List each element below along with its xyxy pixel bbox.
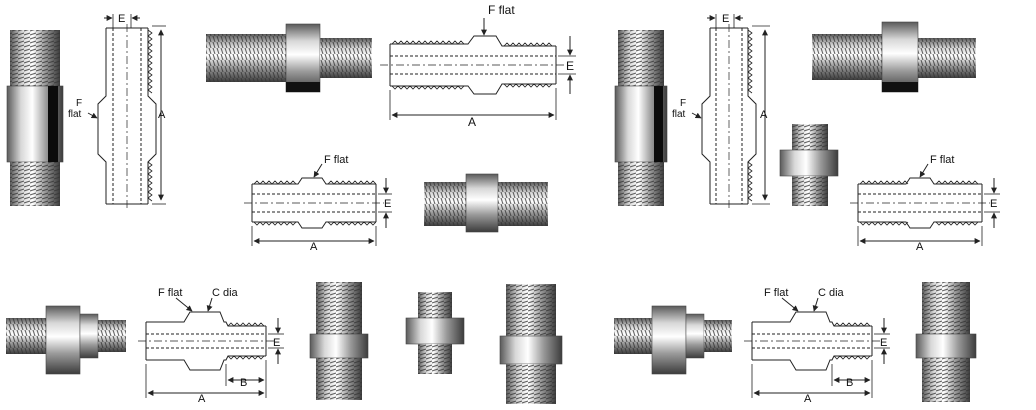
- drawing-hex-nipple-1: [244, 163, 392, 246]
- label-a-1: A: [158, 109, 166, 121]
- label-a-5: A: [916, 241, 924, 253]
- label-f-flat-6: F flat: [158, 287, 182, 299]
- label-e-6: E: [273, 337, 280, 349]
- photo-long-hex-nipple-1: [6, 30, 64, 206]
- label-e-4: E: [722, 13, 729, 25]
- label-flat-1: flat: [68, 109, 82, 120]
- label-f-flat-5: F flat: [930, 154, 954, 166]
- label-f-4: F: [680, 98, 686, 109]
- photo-hex-nipple-vertical-2: [499, 284, 563, 404]
- drawing-long-nipple-1: [87, 14, 166, 208]
- label-e-5: E: [990, 198, 997, 210]
- photo-hex-reducing-nipple-2: [812, 21, 976, 93]
- label-a-6: A: [198, 393, 206, 405]
- label-e-1: E: [118, 13, 125, 25]
- drawing-union-1: [138, 297, 284, 398]
- label-a-4: A: [760, 109, 768, 121]
- photo-hex-nipple-vertical-1: [309, 282, 369, 400]
- drawing-long-nipple-2: [691, 14, 770, 208]
- photo-hex-reducing-nipple-1: [206, 23, 372, 93]
- label-a-2: A: [468, 115, 476, 129]
- drawing-reducing-nipple-1: [380, 18, 576, 120]
- label-b-7: B: [846, 377, 853, 389]
- photo-union-1: [6, 305, 126, 375]
- drawing-union-2: [744, 297, 890, 398]
- label-f-flat-7: F flat: [764, 287, 788, 299]
- label-c-dia-7: C dia: [818, 287, 845, 299]
- drawing-hex-nipple-2: [850, 163, 1000, 246]
- label-c-dia-6: C dia: [212, 287, 239, 299]
- label-flat-4: flat: [672, 109, 686, 120]
- label-e-2: E: [566, 59, 574, 73]
- label-f-flat-2: F flat: [488, 3, 515, 17]
- label-a-7: A: [804, 393, 812, 405]
- photo-small-union-2: [405, 292, 465, 374]
- photo-hex-nipple-1: [424, 173, 548, 233]
- label-f-1: F: [76, 98, 82, 109]
- photo-union-2: [614, 305, 732, 375]
- label-e-7: E: [880, 337, 887, 349]
- label-b-6: B: [240, 377, 247, 389]
- label-e-3: E: [384, 198, 391, 210]
- photo-small-union-1: [779, 124, 839, 206]
- label-f-flat-3: F flat: [324, 154, 348, 166]
- label-a-3: A: [310, 241, 318, 253]
- photo-long-hex-nipple-2: [614, 30, 668, 206]
- photo-hex-nipple-vertical-3: [915, 282, 977, 402]
